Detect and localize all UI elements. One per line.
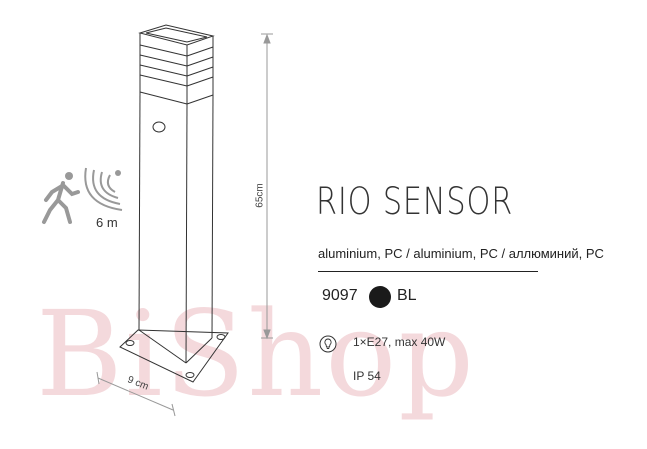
lamp-body xyxy=(138,91,141,331)
watermark: BiShop xyxy=(36,285,476,423)
motion-sensor-icon xyxy=(42,167,123,224)
color-name: BL xyxy=(397,287,417,304)
ip-rating: IP 54 xyxy=(353,369,381,383)
product-title: RIO SENSOR xyxy=(316,180,514,223)
divider xyxy=(318,271,538,272)
bulb-icon xyxy=(319,335,337,353)
bulb-spec: 1×E27, max 40W xyxy=(353,335,446,349)
color-swatch xyxy=(369,286,391,308)
material-text: aluminium, PC / aluminium, PC / аллюмини… xyxy=(318,246,604,261)
product-code: 9097 xyxy=(322,287,358,304)
height-dimension: 65cm xyxy=(254,183,266,208)
base-plate xyxy=(119,329,229,383)
sensor-range: 6 m xyxy=(96,215,118,230)
sensor-window xyxy=(152,121,166,133)
lamp-top xyxy=(138,24,215,46)
